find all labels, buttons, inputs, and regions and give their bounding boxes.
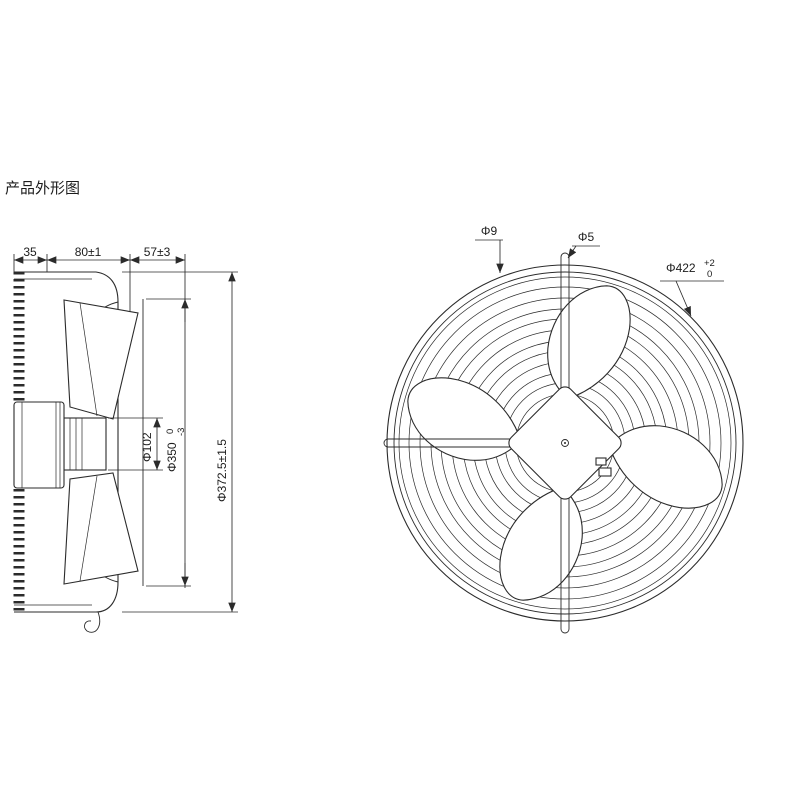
dim-phi422-tolerance-upper: +2 xyxy=(704,258,715,269)
dim-phi422-tolerance-lower: 0 xyxy=(707,269,712,280)
fan-blade-bottom-side xyxy=(63,472,139,585)
dim-35-label: 35 xyxy=(23,245,37,259)
dim-phi350-label: Φ350 xyxy=(165,442,179,472)
front-view xyxy=(383,252,744,634)
dim-57-label: 57±3 xyxy=(144,245,171,259)
side-view-dimensions: 35 80±1 57±3 Φ102 Φ350 0 -3 Φ372.5±1.5 xyxy=(13,245,238,613)
fan-hub xyxy=(63,417,107,471)
guard-spoke-horizontal xyxy=(383,438,512,448)
fan-blade-top-side xyxy=(63,299,139,420)
motor-detail-lines xyxy=(21,402,61,488)
dim-phi9-label: Φ9 xyxy=(481,224,498,238)
leader-line-phi5 xyxy=(567,245,577,259)
terminal-bump xyxy=(598,467,612,477)
leader-line-phi422 xyxy=(675,280,692,317)
dim-phi5-label: Φ5 xyxy=(578,230,595,244)
dim-phi350-tolerance-upper: 0 xyxy=(165,429,176,434)
fan-blade-top-edge-line xyxy=(79,302,98,417)
dim-phi350-tolerance-lower: -3 xyxy=(176,428,187,436)
side-view xyxy=(13,271,144,633)
terminal-bump xyxy=(595,457,607,466)
fan-hub-detail-lines xyxy=(69,418,83,470)
fan-housing-outline xyxy=(14,271,119,613)
shaft-center-dot xyxy=(564,442,566,444)
dim-80-label: 80±1 xyxy=(75,245,102,259)
dim-phi372-label: Φ372.5±1.5 xyxy=(215,439,229,502)
dim-phi102-label: Φ102 xyxy=(140,432,154,462)
motor-body xyxy=(13,401,65,489)
page-title: 产品外形图 xyxy=(5,180,80,197)
guard-wire-hook xyxy=(84,611,101,633)
front-view-labels: Φ9 Φ5 Φ422 +2 0 xyxy=(475,224,724,317)
shaft-center-mark xyxy=(561,439,569,447)
guard-inner-rim-ring xyxy=(393,271,737,615)
dim-phi422-label: Φ422 xyxy=(666,261,696,275)
guard-outer-ring xyxy=(386,264,744,622)
fan-blade-bottom-edge-line xyxy=(79,475,98,582)
